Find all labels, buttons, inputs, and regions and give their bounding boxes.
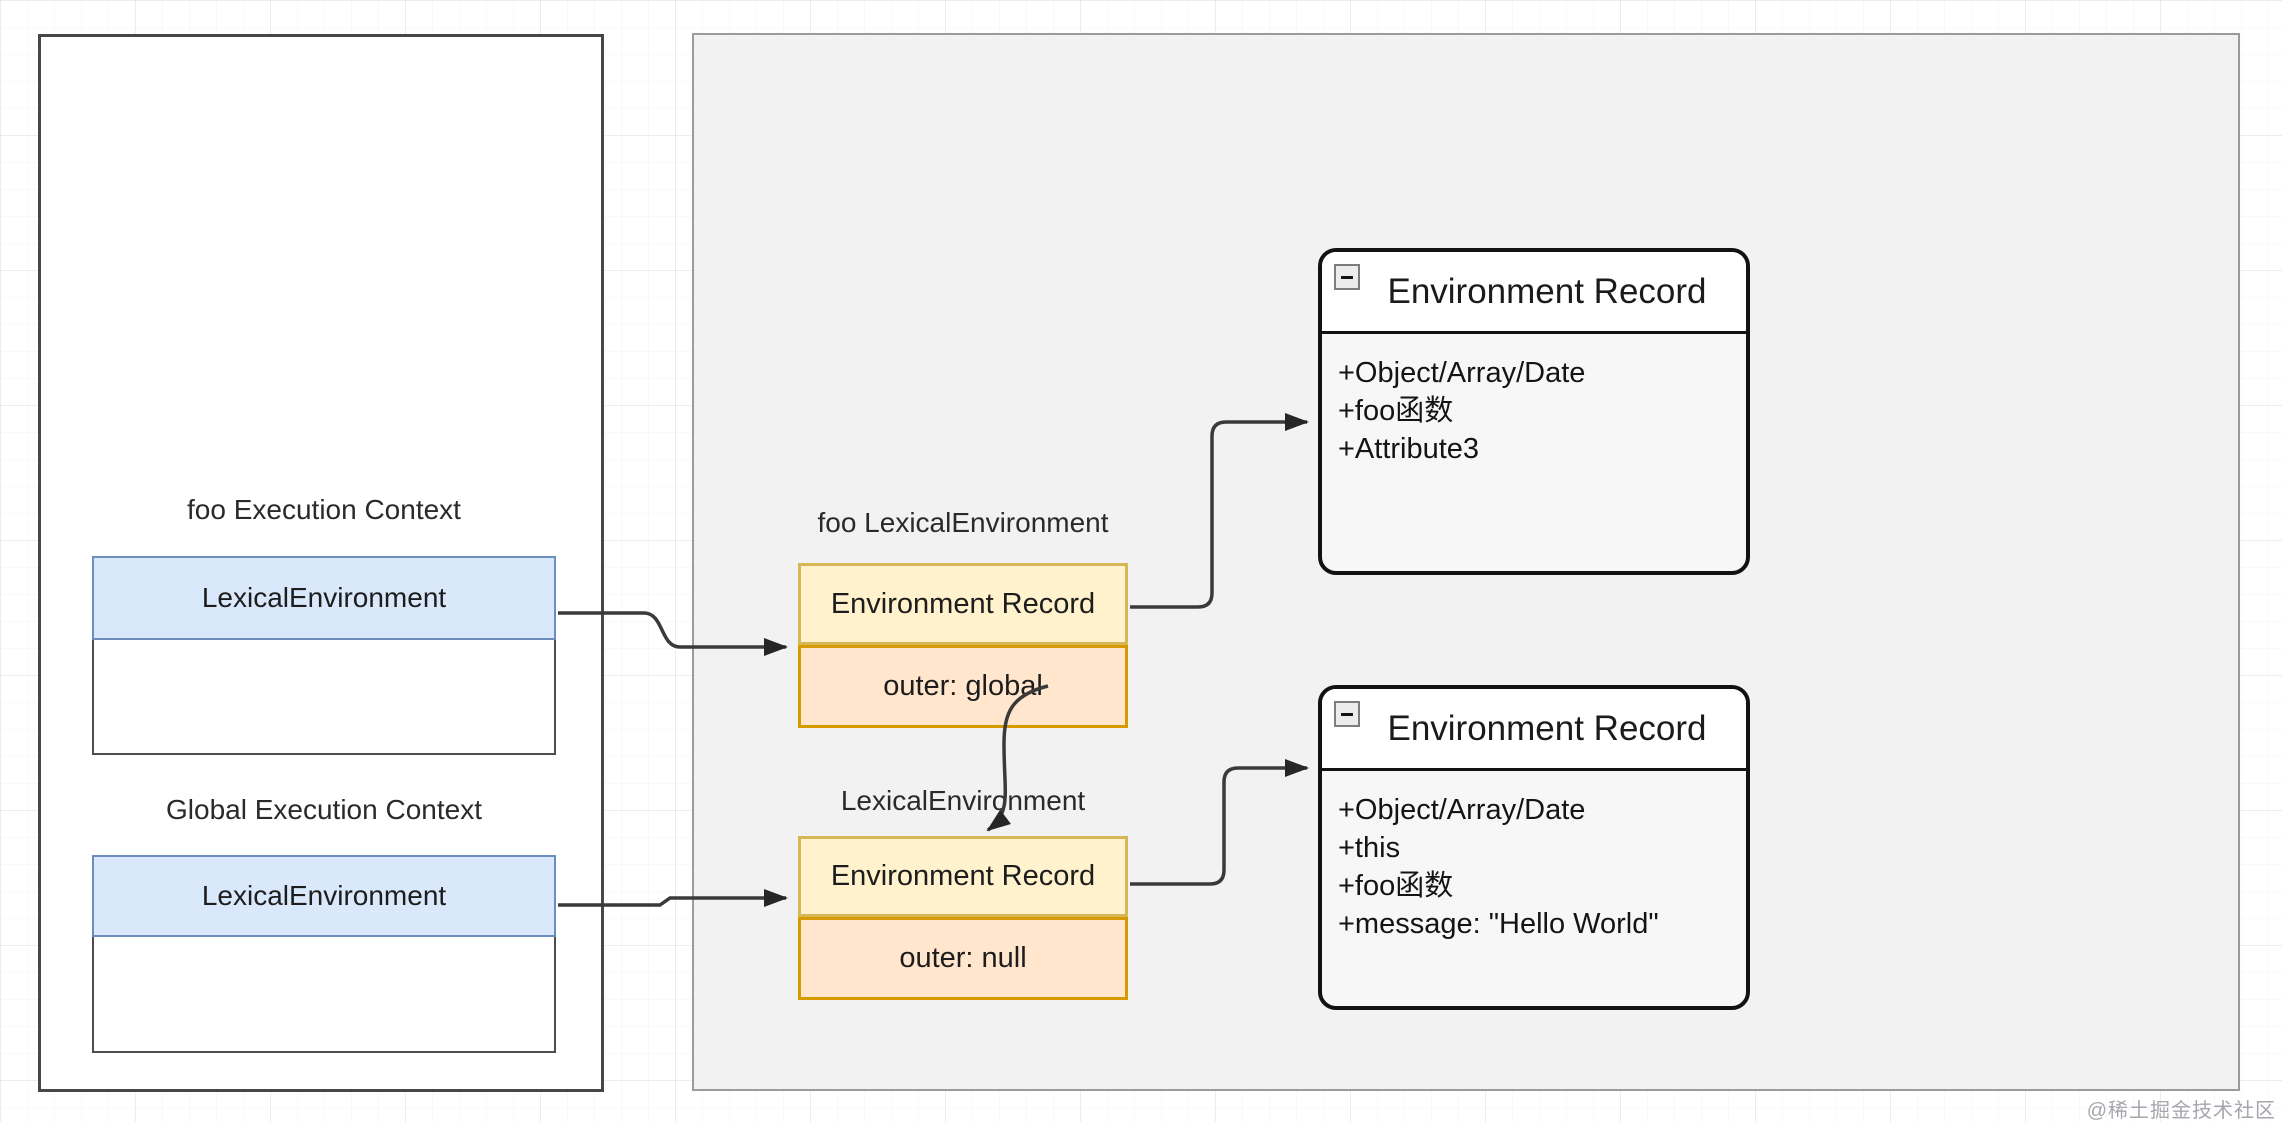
member-item: +foo函数: [1338, 395, 1454, 427]
global-lexical-environment-title: LexicalEnvironment: [201, 880, 447, 911]
foo-lexical-env-caption: foo LexicalEnvironment: [817, 507, 1109, 538]
global-lexical-env-caption: LexicalEnvironment: [840, 785, 1086, 816]
member-item: +Object/Array/Date: [1338, 794, 1586, 826]
foo-lexical-environment-title: LexicalEnvironment: [201, 582, 447, 613]
environment-record-members: +Object/Array/Date +this +foo函数 +message…: [1322, 771, 1746, 943]
environment-record-object-foo: Environment Record +Object/Array/Date +f…: [1318, 248, 1750, 575]
foo-outer-cell: outer: global: [798, 645, 1128, 728]
environment-record-object-global: Environment Record +Object/Array/Date +t…: [1318, 685, 1750, 1010]
environment-record-header: Environment Record: [1322, 689, 1746, 771]
foo-outer-text: outer: global: [883, 670, 1043, 702]
member-item: +this: [1338, 832, 1401, 864]
member-item: +Attribute3: [1338, 433, 1480, 465]
minus-icon: [1334, 701, 1360, 727]
environment-record-members: +Object/Array/Date +foo函数 +Attribute3: [1322, 334, 1746, 468]
juejin-watermark: @稀土掘金技术社区: [2086, 1100, 2276, 1122]
global-environment-record-cell: Environment Record: [798, 836, 1128, 917]
global-outer-cell: outer: null: [798, 917, 1128, 1000]
member-item: +foo函数: [1338, 870, 1454, 902]
foo-environment-record-cell: Environment Record: [798, 563, 1128, 645]
global-environment-record-text: Environment Record: [830, 860, 1096, 892]
foo-lexical-environment-header: LexicalEnvironment: [92, 556, 556, 640]
environment-record-title: Environment Record: [1387, 271, 1707, 311]
global-lexical-environment-header: LexicalEnvironment: [92, 855, 556, 937]
member-item: +Object/Array/Date: [1338, 357, 1586, 389]
foo-environment-record-text: Environment Record: [830, 587, 1096, 620]
global-execution-context-label: Global Execution Context: [166, 794, 482, 825]
environment-record-header: Environment Record: [1322, 252, 1746, 334]
global-outer-text: outer: null: [899, 942, 1027, 974]
minus-icon: [1334, 264, 1360, 290]
member-item: +message: "Hello World": [1338, 908, 1659, 940]
environment-record-title: Environment Record: [1387, 708, 1707, 748]
foo-execution-context-label: foo Execution Context: [187, 494, 461, 525]
